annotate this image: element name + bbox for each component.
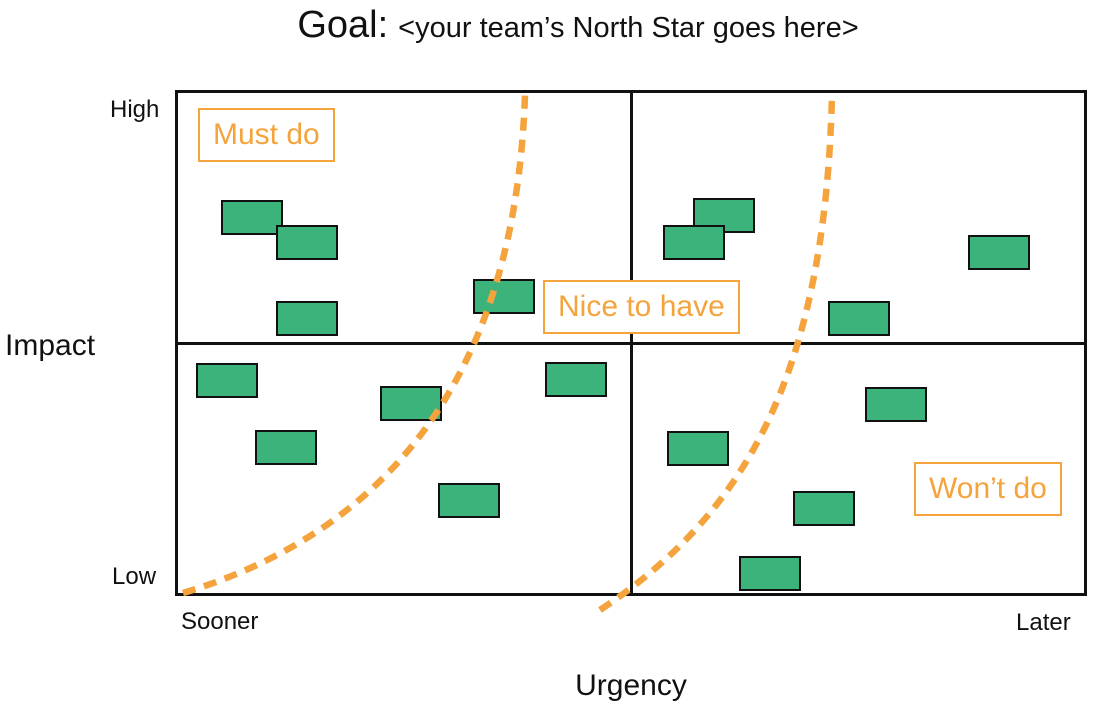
- sticky-note[interactable]: [473, 279, 535, 314]
- sticky-note[interactable]: [968, 235, 1030, 270]
- sticky-note[interactable]: [221, 200, 283, 235]
- sticky-note[interactable]: [865, 387, 927, 422]
- y-axis-high-label: High: [110, 96, 160, 123]
- sticky-note[interactable]: [380, 386, 442, 421]
- page-title: Goal: <your team’s North Star goes here>: [60, 0, 1096, 50]
- x-axis-later-label: Later: [1016, 609, 1071, 636]
- quadrant-label-must-do: Must do: [198, 108, 335, 162]
- matrix-plot: Must do Nice to have Won’t do: [175, 90, 1087, 613]
- quadrant-label-wont-do: Won’t do: [914, 462, 1062, 516]
- y-axis-title: Impact: [5, 329, 96, 362]
- sticky-note[interactable]: [828, 301, 890, 336]
- priority-cutoff-curves: [181, 94, 835, 613]
- title-north-star-placeholder: <your team’s North Star goes here>: [398, 12, 859, 44]
- horizontal-divider: [178, 341, 1084, 345]
- sticky-note[interactable]: [438, 483, 500, 518]
- sticky-note[interactable]: [739, 556, 801, 591]
- sticky-note[interactable]: [276, 301, 338, 336]
- cutoff-curve-right: [597, 94, 835, 613]
- quadrant-label-nice-to-have: Nice to have: [543, 280, 740, 334]
- sticky-note[interactable]: [276, 225, 338, 260]
- sticky-note[interactable]: [196, 363, 258, 398]
- sticky-note[interactable]: [667, 431, 729, 466]
- sticky-note[interactable]: [793, 491, 855, 526]
- sticky-note[interactable]: [663, 225, 725, 260]
- title-goal-prefix: Goal:: [297, 4, 389, 46]
- cutoff-curve-left: [181, 94, 528, 596]
- x-axis-title: Urgency: [575, 669, 687, 702]
- sticky-note[interactable]: [545, 362, 607, 397]
- sticky-note[interactable]: [255, 430, 317, 465]
- y-axis-low-label: Low: [112, 563, 157, 590]
- x-axis-sooner-label: Sooner: [181, 608, 259, 635]
